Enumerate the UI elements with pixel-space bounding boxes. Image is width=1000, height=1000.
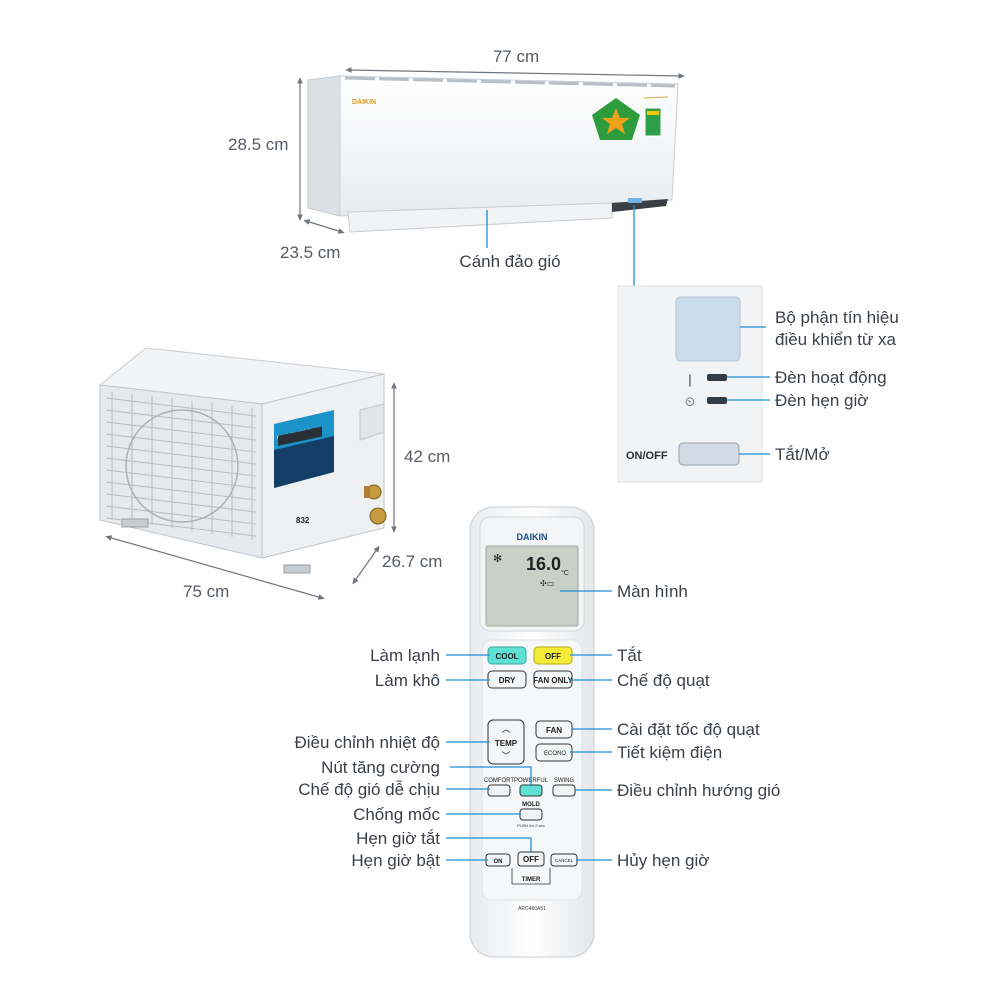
timer-on-label: Hẹn giờ bật bbox=[351, 851, 440, 870]
signal-receiver-label-line1: Bộ phận tín hiệu bbox=[775, 308, 899, 327]
powerful-label: Nút tăng cường bbox=[321, 758, 440, 777]
mold-label: Chống mốc bbox=[353, 805, 440, 824]
power-label: Tắt/Mở bbox=[775, 445, 830, 464]
timer-text: TIMER bbox=[522, 877, 541, 883]
fan-grille bbox=[105, 392, 257, 540]
indoor-brand: DAIKIN bbox=[352, 99, 376, 106]
model-badge: 832 bbox=[296, 516, 310, 525]
chevron-up-icon: ︿ bbox=[501, 724, 510, 734]
temp-adjust-label: Điều chỉnh nhiệt độ bbox=[294, 733, 440, 752]
chevron-down-icon: ﹀ bbox=[501, 751, 510, 761]
swing-button-text: SWING bbox=[554, 778, 575, 784]
remote-control: DAIKIN ✻ 16.0 °C ✣▭ COOL OFF DRY FAN ONL… bbox=[469, 506, 595, 958]
screen-label: Màn hình bbox=[617, 582, 688, 601]
operation-lamp bbox=[707, 374, 727, 381]
indoor-unit: DAIKIN bbox=[307, 75, 679, 233]
outdoor-dimension-lines bbox=[105, 382, 397, 600]
operation-lamp-label: Đèn hoạt động bbox=[775, 368, 887, 387]
indoor-depth-label: 23.5 cm bbox=[280, 243, 340, 262]
signal-receiver-label-line2: điều khiển từ xa bbox=[775, 330, 897, 349]
dry-label: Làm khô bbox=[375, 671, 440, 690]
screen-temperature: 16.0 bbox=[526, 554, 561, 574]
remote-brand: DAIKIN bbox=[517, 532, 548, 542]
indoor-dimension-lines bbox=[297, 67, 685, 234]
cancel-button-text: CANCEL bbox=[555, 858, 574, 863]
swing-label: Điều chỉnh hướng gió bbox=[617, 781, 780, 800]
swing-button[interactable] bbox=[552, 784, 576, 797]
valve-icon bbox=[364, 484, 387, 525]
comfort-button-text: COMFORT bbox=[484, 778, 515, 784]
mold-hint-text: PUSH for 2 sec bbox=[517, 823, 545, 828]
fan-button-text: FAN bbox=[546, 726, 562, 735]
outdoor-width-label: 75 cm bbox=[183, 582, 229, 601]
star-icon bbox=[602, 108, 630, 134]
timer-off-label: Hẹn giờ tắt bbox=[356, 829, 440, 848]
cool-label: Làm lạnh bbox=[370, 646, 440, 665]
remote-callout-lines bbox=[446, 590, 612, 861]
mold-button[interactable] bbox=[519, 808, 543, 821]
onoff-text: ON/OFF bbox=[626, 450, 668, 462]
outdoor-height-label: 42 cm bbox=[404, 447, 450, 466]
operation-symbol: | bbox=[688, 372, 691, 387]
snowflake-icon: ✻ bbox=[493, 553, 502, 565]
fan-speed-label: Cài đặt tốc độ quạt bbox=[617, 720, 760, 739]
fan-level-icon: ✣▭ bbox=[540, 579, 554, 588]
remote-model: ARC480A51 bbox=[518, 906, 546, 912]
cool-button-text: COOL bbox=[495, 652, 518, 661]
outdoor-depth-label: 26.7 cm bbox=[382, 552, 442, 571]
fan-mode-label: Chế độ quạt bbox=[617, 671, 710, 690]
off-label: Tắt bbox=[617, 646, 642, 665]
econo-label: Tiết kiệm điện bbox=[617, 743, 722, 762]
off-button-text: OFF bbox=[545, 652, 561, 661]
louver-label: Cánh đảo gió bbox=[459, 252, 560, 271]
indoor-width-label: 77 cm bbox=[493, 47, 539, 66]
powerful-button[interactable] bbox=[519, 784, 543, 797]
dry-button-text: DRY bbox=[499, 676, 516, 685]
timer-lamp bbox=[707, 397, 727, 404]
fan-only-button-text: FAN ONLY bbox=[533, 676, 573, 685]
comfort-label: Chế độ gió dễ chịu bbox=[298, 780, 440, 799]
screen-unit: °C bbox=[561, 569, 569, 577]
econo-button-text: ECONO bbox=[544, 751, 566, 757]
cancel-timer-label: Hủy hẹn giờ bbox=[617, 851, 709, 870]
outdoor-unit: DAIKIN 832 bbox=[98, 347, 387, 574]
mold-button-text: MOLD bbox=[522, 802, 540, 808]
timer-off-text: OFF bbox=[523, 855, 539, 864]
temp-button-text: TEMP bbox=[495, 739, 518, 748]
remote-screen bbox=[485, 545, 579, 627]
timer-lamp-icon: ⏲ bbox=[685, 394, 695, 409]
comfort-button[interactable] bbox=[487, 784, 511, 797]
timer-on-text: ON bbox=[494, 859, 503, 865]
indoor-display-panel: | ⏲ ON/OFF bbox=[617, 285, 770, 483]
signal-receiver bbox=[675, 296, 741, 362]
indoor-height-label: 28.5 cm bbox=[228, 135, 288, 154]
timer-lamp-label: Đèn hẹn giờ bbox=[775, 391, 868, 410]
onoff-button[interactable] bbox=[678, 442, 740, 466]
